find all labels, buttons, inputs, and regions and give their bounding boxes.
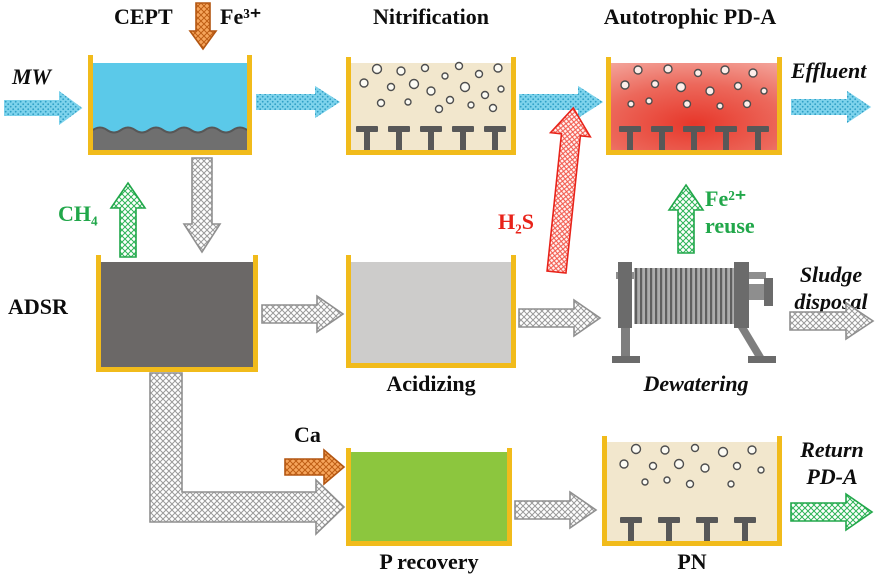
press-right-leg (738, 328, 765, 358)
bubbles (619, 443, 765, 489)
ch4-arrow (109, 181, 147, 258)
sludge-label-line1: Sludge (799, 262, 863, 287)
mw-label: MW (12, 64, 52, 89)
adsr-fill (101, 262, 253, 367)
p-recovery-label: P recovery (379, 549, 479, 574)
mw-influent-arrow (2, 87, 86, 129)
return-label-line1: Return (800, 437, 864, 462)
dewatering-filter-press (612, 262, 776, 363)
p-recovery-fill (351, 452, 507, 541)
press-right-foot (748, 356, 776, 363)
press-left-leg (621, 328, 630, 358)
pn-tank (602, 436, 782, 546)
diffusers (620, 517, 756, 541)
pn-fill (607, 442, 777, 541)
fe3-label: Fe³⁺ (220, 4, 262, 29)
cept-to-adsr-arrow (182, 157, 222, 254)
press-hydraulic-cylinder (749, 284, 764, 300)
effluent-label: Effluent (791, 58, 867, 83)
autotrophic-pda-tank (606, 57, 782, 155)
pda-contents (619, 64, 769, 150)
cept-tank (88, 55, 252, 155)
acidizing-label: Acidizing (386, 371, 476, 396)
h2s-arrow (546, 106, 592, 274)
press-left-foot (612, 356, 640, 363)
effluent-arrow (789, 87, 875, 127)
return-label-line2: PD-A (806, 464, 858, 489)
p-recovery-tank (346, 448, 512, 546)
acidizing-fill (351, 262, 511, 363)
autotrophic-pda-label: Autotrophic PD-A (603, 4, 777, 29)
bubbles (620, 64, 768, 110)
adsr-label: ADSR (8, 294, 68, 319)
press-movable-head (734, 262, 749, 328)
press-fixed-head (618, 262, 632, 328)
fe2-label-line1: Fe²⁺ (705, 186, 747, 211)
fe2-reuse-arrow (667, 183, 705, 254)
press-hydraulic-cap (764, 278, 773, 306)
h2s-label: H₂S (498, 209, 534, 234)
diffusers (619, 126, 769, 150)
nitrification-contents (356, 61, 506, 150)
cept-sediment (93, 126, 247, 150)
diffusers (356, 126, 506, 150)
ch4-label: CH₄ (58, 201, 98, 226)
nitrification-tank (346, 57, 516, 155)
return-pda-arrow (790, 492, 874, 532)
adsr-tank (96, 255, 258, 372)
adsr-to-acidizing-arrow (261, 294, 345, 334)
pn-contents (619, 443, 765, 541)
cept-label: CEPT (114, 4, 173, 29)
ca-dosing-arrow (284, 448, 346, 486)
press-plate-stack (634, 268, 734, 324)
bubbles (359, 61, 505, 114)
precovery-to-pn-arrow (514, 490, 598, 530)
adsr-to-precovery-arrow (149, 372, 346, 536)
pn-label: PN (677, 549, 707, 574)
cept-to-nitrification-arrow (254, 82, 344, 122)
fe3-dosing-arrow (188, 2, 218, 51)
sludge-disposal-arrow (789, 301, 875, 341)
nitrification-label: Nitrification (372, 4, 490, 29)
nitrification-to-pda-arrow (517, 82, 607, 122)
acidizing-tank (346, 255, 516, 368)
acidizing-to-dewatering-arrow (518, 298, 602, 338)
ca-label: Ca (294, 422, 321, 447)
fe2-label-line2: reuse (705, 213, 755, 238)
dewatering-label: Dewatering (643, 371, 749, 396)
